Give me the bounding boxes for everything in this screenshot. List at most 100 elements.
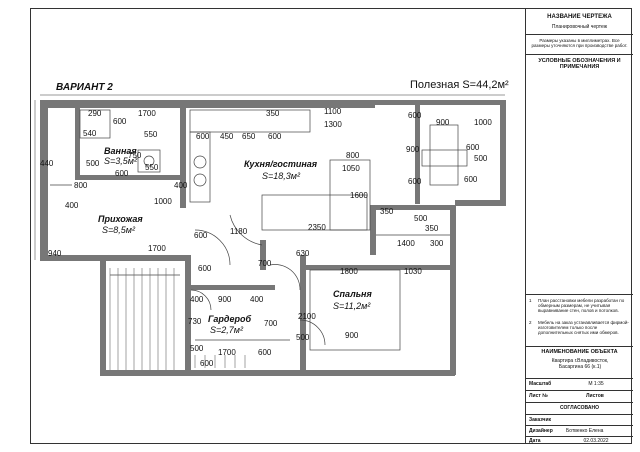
note-text: План расстановки мебели разработан по об… — [538, 298, 625, 313]
dimension-label: 400 — [250, 295, 264, 304]
scale-value: М 1:35 — [588, 381, 604, 387]
dimension-label: 1400 — [397, 239, 415, 248]
divider — [526, 34, 633, 35]
title-block: НАЗВАНИЕ ЧЕРТЕЖА Планировочный чертеж Ра… — [525, 8, 633, 444]
room-area-bedroom: S=11,2м² — [333, 301, 371, 311]
dimension-label: 1700 — [148, 244, 166, 253]
dimension-label: 900 — [345, 331, 359, 340]
divider — [526, 346, 633, 347]
dimension-label: 600 — [200, 359, 214, 368]
dimension-label: 900 — [436, 118, 450, 127]
dimension-label: 290 — [88, 109, 102, 118]
dimension-label: 500 — [296, 333, 310, 342]
room-name-bathroom: Ванная — [104, 146, 137, 156]
dimension-label: 300 — [430, 239, 444, 248]
dimension-label: 1050 — [342, 164, 360, 173]
dimension-label: 500 — [414, 214, 428, 223]
room-area-wardrobe: S=2,7м² — [210, 325, 243, 335]
divider — [526, 402, 633, 403]
designer-label: Дизайнер — [529, 428, 553, 434]
divider — [526, 414, 633, 415]
dimension-label: 600 — [268, 132, 282, 141]
drawing-frame — [30, 8, 632, 444]
dimension-label: 1600 — [350, 191, 368, 200]
drawing-title-value: Планировочный чертеж — [551, 24, 608, 30]
dimension-label: 600 — [258, 348, 272, 357]
dimension-label: 600 — [408, 111, 422, 120]
sheet-label: Лист № — [529, 393, 548, 399]
dimension-label: 350 — [425, 224, 439, 233]
dimension-label: 940 — [48, 249, 62, 258]
agreed-label: СОГЛАСОВАНО — [560, 405, 599, 411]
dimension-label: 400 — [190, 295, 204, 304]
dimension-label: 350 — [266, 109, 280, 118]
date-label: Дата — [529, 438, 541, 444]
note-number: 1 — [529, 298, 532, 303]
sheets-label: Листов — [586, 393, 604, 399]
customer-label: Заказчик — [529, 417, 552, 423]
dimension-label: 1180 — [230, 227, 248, 236]
dimension-label: 750 — [128, 151, 142, 160]
dimension-label: 1700 — [138, 109, 156, 118]
dimension-label: 600 — [466, 143, 480, 152]
dimension-label: 550 — [144, 130, 158, 139]
dimension-label: 2350 — [308, 223, 326, 232]
dimension-label: 900 — [406, 145, 420, 154]
divider — [526, 436, 633, 437]
legend-title: УСЛОВНЫЕ ОБОЗНАЧЕНИЯ И ПРИМЕЧАНИЯ — [538, 58, 621, 70]
dimension-label: 800 — [74, 181, 88, 190]
room-area-kitchen: S=18,3м² — [262, 171, 300, 181]
date-value: 02.03.2022 — [583, 438, 609, 444]
dimension-label: 650 — [242, 132, 256, 141]
designer-value: Ботвенко Елена — [566, 428, 604, 434]
drawing-title-label: НАЗВАНИЕ ЧЕРТЕЖА — [547, 14, 612, 20]
dimension-label: 550 — [145, 163, 159, 172]
useful-area: Полезная S=44,2м² — [410, 79, 509, 91]
dimension-label: 1300 — [324, 120, 342, 129]
dimension-label: 700 — [258, 259, 272, 268]
dimension-label: 500 — [190, 344, 204, 353]
object-value: Квартира г.Владивосток, Басаргина 66 (к.… — [551, 358, 609, 370]
dimension-label: 800 — [346, 151, 360, 160]
scale-label: Масштаб — [529, 381, 552, 387]
dimension-label: 400 — [65, 201, 79, 210]
room-area-bathroom: S=3,5м² — [104, 156, 137, 166]
dimension-label: 1800 — [340, 267, 358, 276]
dimension-label: 600 — [113, 117, 127, 126]
dimension-label: 1000 — [474, 118, 492, 127]
dimension-label: 1700 — [218, 348, 236, 357]
dimension-label: 700 — [264, 319, 278, 328]
divider — [526, 294, 633, 295]
dimension-label: 900 — [218, 295, 232, 304]
object-label: НАИМЕНОВАНИЕ ОБЪЕКТА — [541, 349, 618, 355]
dimension-label: 440 — [40, 159, 54, 168]
note-text: Мебель на заказ устанавливается фирмой-и… — [538, 320, 629, 335]
dimension-label: 630 — [296, 249, 310, 258]
note-number: 2 — [529, 320, 532, 325]
variant-title: ВАРИАНТ 2 — [56, 82, 113, 93]
dimension-label: 600 — [198, 264, 212, 273]
divider — [526, 54, 633, 55]
divider — [526, 378, 633, 379]
room-name-hall: Прихожая — [98, 214, 143, 224]
room-name-kitchen: Кухня/гостиная — [244, 159, 318, 169]
dimension-label: 2100 — [298, 312, 316, 321]
dimension-label: 350 — [380, 207, 394, 216]
divider — [526, 425, 633, 426]
dimension-label: 600 — [196, 132, 210, 141]
room-area-hall: S=8,5м² — [102, 225, 135, 235]
dimension-label: 1100 — [324, 107, 342, 116]
room-name-wardrobe: Гардероб — [208, 314, 252, 324]
dimension-label: 730 — [188, 317, 202, 326]
dimension-label: 600 — [464, 175, 478, 184]
dimension-label: 1000 — [154, 197, 172, 206]
dimension-label: 540 — [83, 129, 97, 138]
divider — [526, 390, 633, 391]
dimension-label: 1030 — [404, 267, 422, 276]
dimension-label: 500 — [86, 159, 100, 168]
dimension-label: 600 — [115, 169, 129, 178]
dimension-label: 600 — [408, 177, 422, 186]
room-name-bedroom: Спальня — [333, 289, 372, 299]
